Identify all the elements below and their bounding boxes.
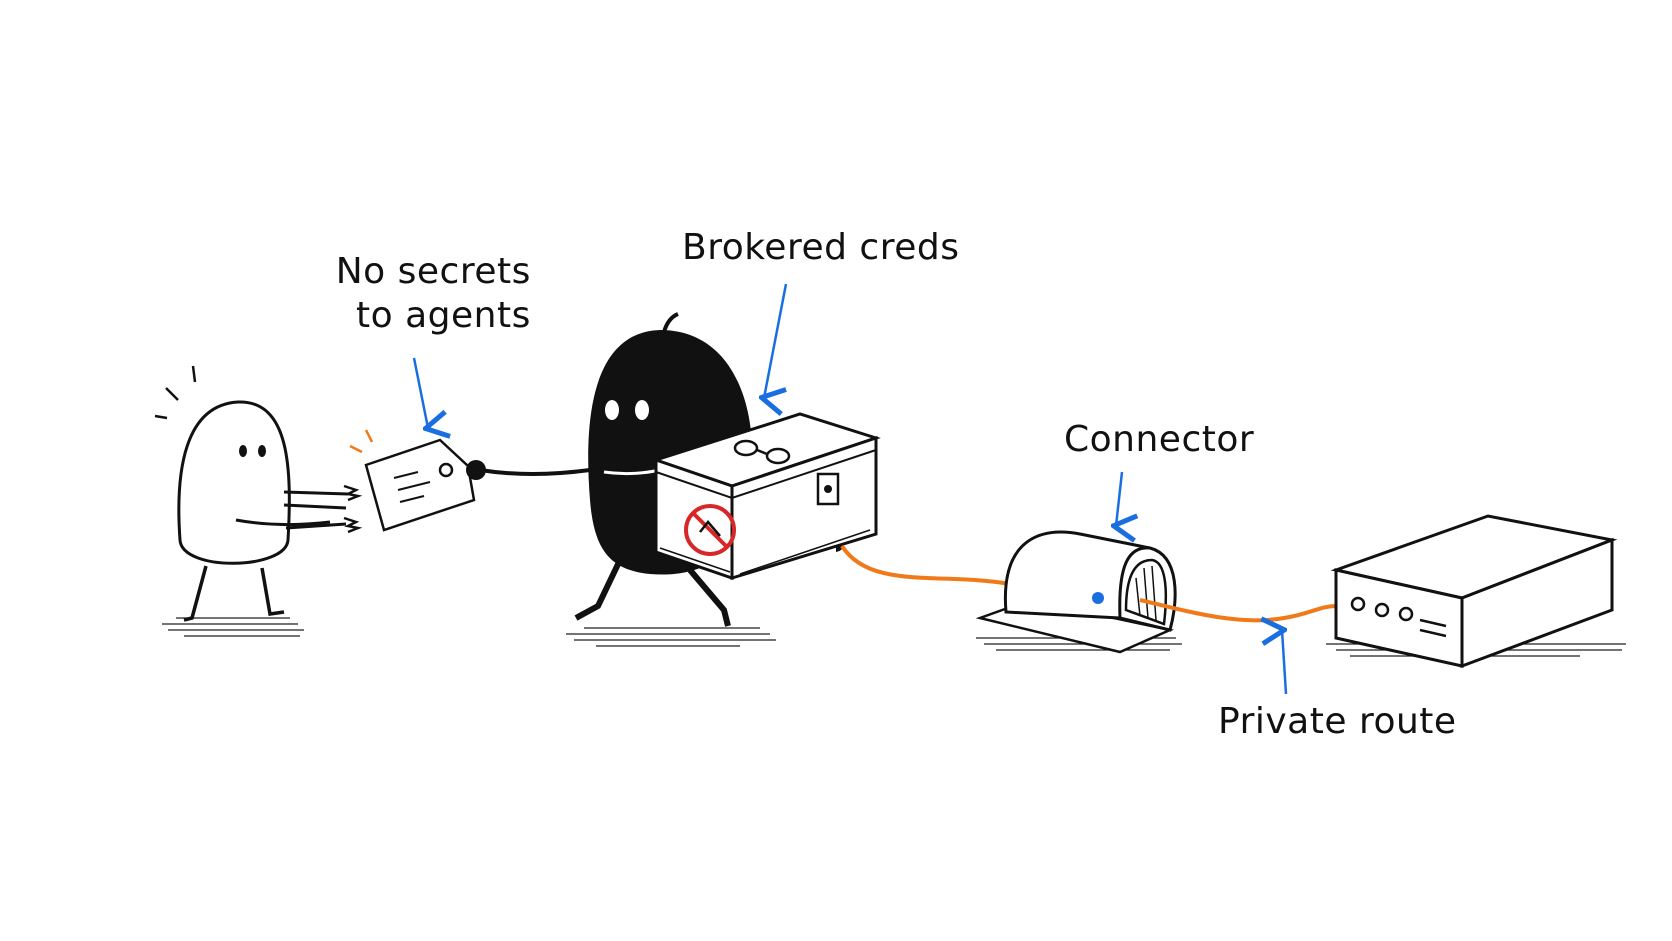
cable-to-connector (840, 544, 1011, 586)
arrow-brokered-creds (764, 283, 788, 398)
label-no-secrets: No secrets to agents (318, 250, 531, 338)
secret-tag-icon (349, 429, 476, 532)
ground-shadow-middle (566, 627, 776, 647)
ground-shadow-left (162, 617, 304, 637)
white-agent-character (154, 365, 363, 622)
key-icon (733, 439, 791, 465)
no-sign-icon (684, 504, 736, 556)
arrow-connector (1116, 471, 1122, 526)
server-icon (1330, 514, 1618, 669)
label-private-route: Private route (1218, 701, 1457, 742)
label-brokered-creds: Brokered creds (682, 227, 960, 268)
label-no-secrets-line2: to agents (356, 295, 531, 336)
credential-box-icon (651, 412, 881, 581)
label-connector: Connector (1064, 419, 1255, 460)
arrow-private-route (1282, 630, 1286, 695)
connector-tunnel-icon (975, 530, 1177, 654)
label-no-secrets-line1: No secrets (335, 251, 531, 292)
arrow-no-secrets (412, 357, 428, 428)
